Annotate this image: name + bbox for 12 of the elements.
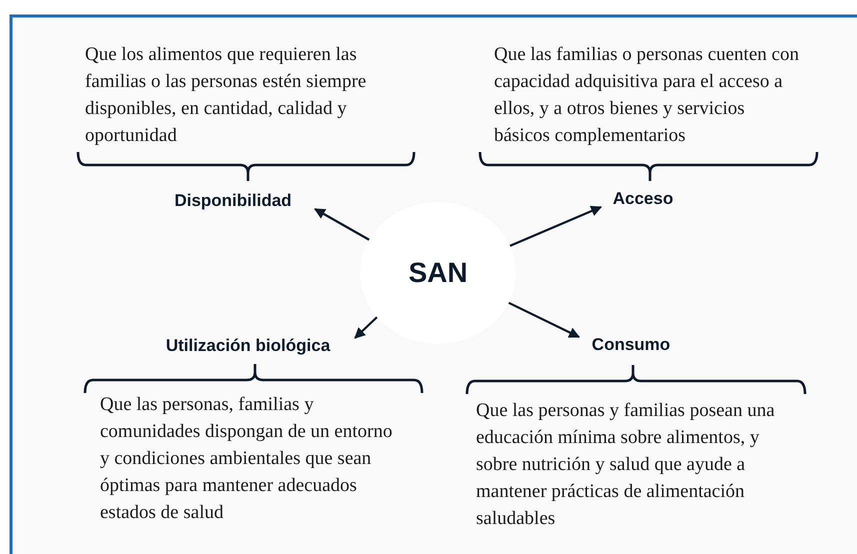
arrow [508, 206, 602, 248]
arrow [354, 314, 380, 339]
category-label: Acceso [603, 187, 683, 211]
category-label: Consumo [581, 333, 681, 357]
description-text: Que las personas, familias y comunidades dispongan de un entorno y condiciones ambientales que sean óptimas para mantener adecuados estados de salud [100, 393, 394, 525]
category-label: Disponibilidad [153, 189, 313, 213]
description-text: Que los alimentos que requieren las familias o las personas estén siempre disponibles, en cantidad, calidad y oportunidad [85, 43, 368, 148]
category-label: Utilización biológica [143, 334, 353, 358]
arrow [506, 300, 580, 338]
description-text: Que las familias o personas cuenten con capacidad adquisitiva para el acceso a ellos, y a otros bienes y servicios básicos complementarios [494, 43, 800, 148]
arrow [314, 208, 372, 242]
description-text: Que las personas y familias posean una educación mínima sobre alimentos, y sobre nutrición y salud que ayude a mantener prácticas de alimentación saludables [476, 399, 776, 531]
